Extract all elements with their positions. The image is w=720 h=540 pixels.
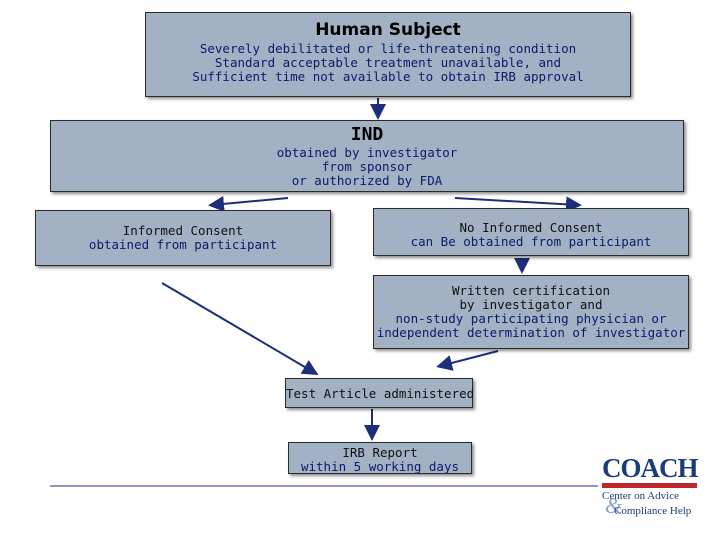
written-certification-box: Written certification by investigator an… bbox=[373, 275, 689, 349]
test-article-box: Test Article administered bbox=[285, 378, 475, 408]
informed-consent-line-1: Informed Consent bbox=[122, 223, 244, 238]
coach-logo: COACH & Center on Advice Compliance Help bbox=[600, 455, 700, 520]
no-informed-consent-line-1: No Informed Consent bbox=[459, 220, 603, 235]
irb-report-line-2: within 5 working days bbox=[300, 459, 460, 474]
coach-logo-line-2: Compliance Help bbox=[614, 505, 692, 517]
ind-line-2: from sponsor bbox=[321, 159, 413, 174]
arrow-ind-to-consent bbox=[208, 195, 289, 212]
coach-logo-line-1: Center on Advice bbox=[602, 490, 679, 502]
coach-logo-ampersand: & bbox=[605, 493, 623, 518]
human-subject-line-3: Sufficient time not available to obtain … bbox=[192, 69, 584, 84]
written-certification-line-1: Written certification bbox=[451, 283, 611, 298]
human-subject-line-1: Severely debilitated or life-threatening… bbox=[199, 41, 577, 56]
human-subject-box: Human Subject Severely debilitated or li… bbox=[145, 12, 631, 97]
coach-logo-wordmark: COACH bbox=[602, 453, 698, 483]
ind-line-1: obtained by investigator bbox=[276, 145, 458, 160]
ind-title: IND bbox=[350, 124, 384, 145]
arrow-certification-to-test-article bbox=[436, 350, 499, 371]
no-informed-consent-box: No Informed Consent can Be obtained from… bbox=[373, 208, 689, 256]
irb-report-box: IRB Report within 5 working days bbox=[288, 442, 472, 474]
no-informed-consent-line-2: can Be obtained from participant bbox=[410, 234, 652, 249]
human-subject-line-2: Standard acceptable treatment unavailabl… bbox=[214, 55, 562, 70]
ind-line-3: or authorized by FDA bbox=[291, 173, 443, 188]
test-article-label: Test Article administered bbox=[286, 386, 475, 401]
irb-report-line-1: IRB Report bbox=[342, 445, 418, 460]
arrow-ind-to-no-consent bbox=[454, 196, 582, 213]
ind-box: IND obtained by investigator from sponso… bbox=[50, 120, 684, 192]
informed-consent-line-2: obtained from participant bbox=[88, 237, 278, 252]
human-subject-title: Human Subject bbox=[315, 20, 461, 40]
written-certification-line-2: by investigator and bbox=[459, 297, 603, 312]
informed-consent-box: Informed Consent obtained from participa… bbox=[35, 210, 331, 266]
written-certification-line-3: non-study participating physician or bbox=[395, 311, 667, 326]
arrow-consent-to-test-article bbox=[161, 282, 319, 376]
coach-logo-tagline-bar bbox=[602, 483, 697, 488]
written-certification-line-4: independent determination of investigato… bbox=[376, 325, 686, 340]
